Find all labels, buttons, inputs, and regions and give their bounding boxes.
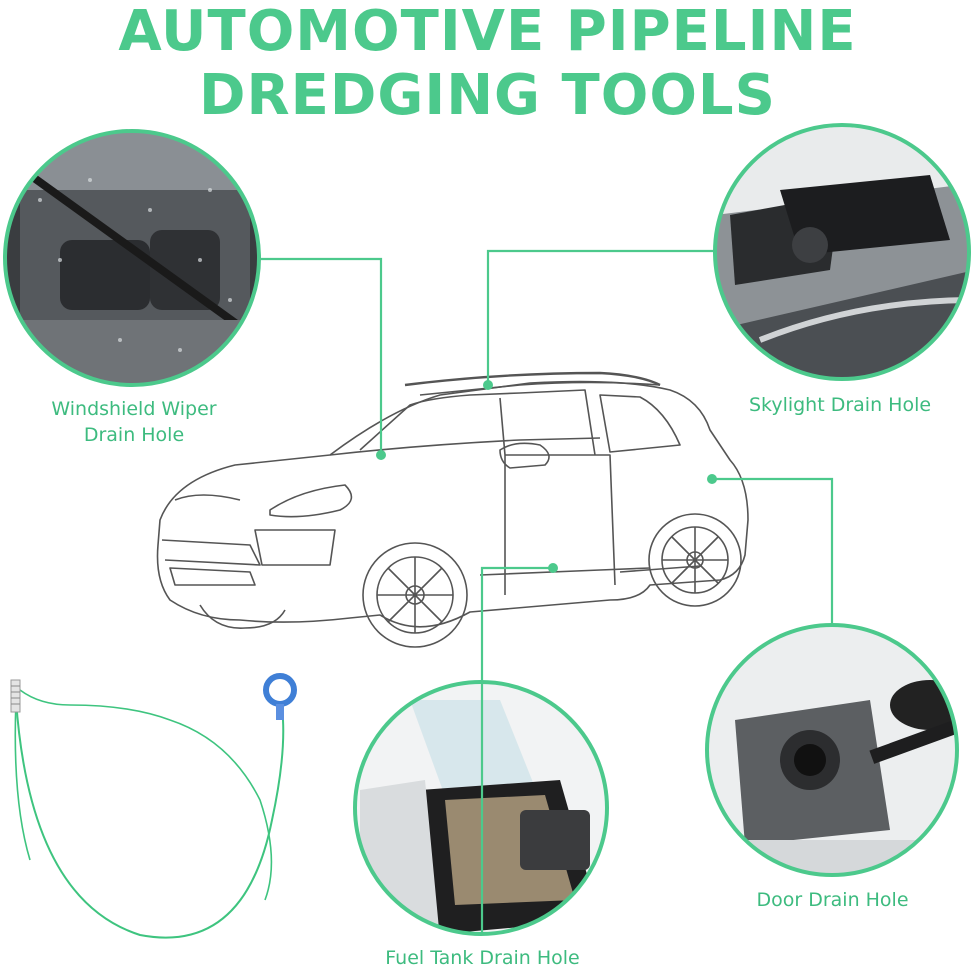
- headline-line-2: DREDGING TOOLS: [199, 63, 776, 128]
- fuel-tank-label: Fuel Tank Drain Hole: [385, 947, 580, 969]
- windshield-label-line-2: Drain Hole: [83, 424, 185, 446]
- pull-ring-icon: [263, 673, 297, 707]
- connector-dots: [376, 380, 717, 573]
- windshield-label: Windshield Wiper Drain Hole: [0, 396, 268, 448]
- connector-lines: [258, 249, 834, 933]
- door-label: Door Drain Hole: [756, 889, 909, 911]
- cleaning-wire-tool: [10, 673, 297, 939]
- windshield-label-line-1: Windshield Wiper: [51, 398, 217, 420]
- headline-line-1: AUTOMOTIVE PIPELINE: [118, 0, 857, 64]
- skylight-photo: [715, 125, 969, 379]
- car-outline: [156, 371, 749, 648]
- skylight-label: Skylight Drain Hole: [748, 394, 932, 416]
- door-photo: [707, 625, 957, 875]
